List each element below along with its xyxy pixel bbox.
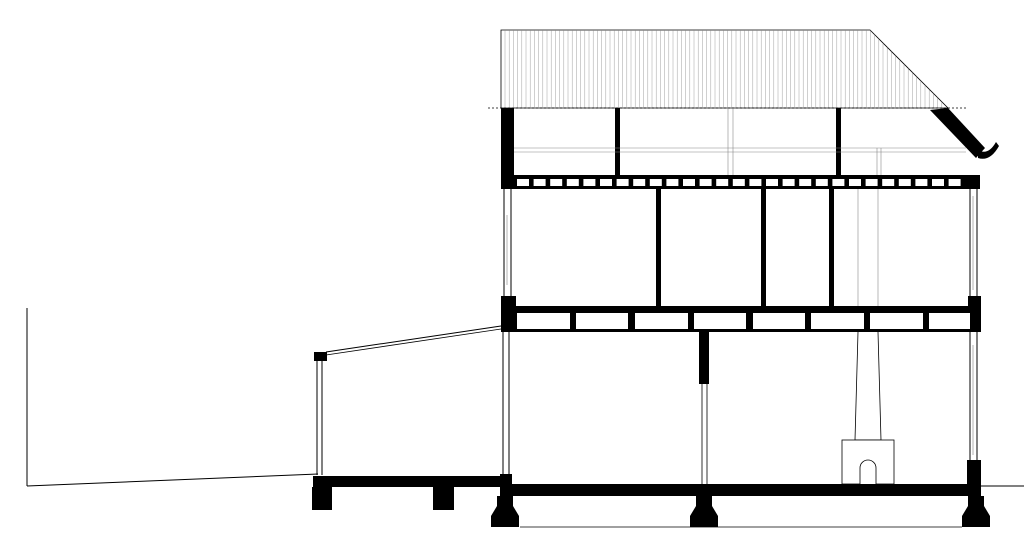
slab-opening [799, 179, 812, 186]
slab-opening [550, 179, 563, 186]
slab-opening [716, 179, 729, 186]
slab-opening [517, 313, 570, 329]
eave-rafter [930, 108, 985, 158]
attic-post [836, 108, 841, 175]
slab-opening [566, 179, 579, 186]
slab-opening [753, 313, 805, 329]
slab-opening [666, 179, 679, 186]
upper-ceiling-slab [501, 175, 980, 189]
foundation-footings [491, 474, 990, 528]
slab-opening [915, 179, 928, 186]
beam-drop [699, 332, 709, 384]
upper-wall [656, 189, 661, 306]
roof [488, 29, 999, 159]
upper-wall [761, 189, 766, 306]
slab-opening [782, 179, 795, 186]
slab-opening [811, 313, 864, 329]
canopy-beam [314, 352, 327, 361]
roof-tile-hatching [504, 30, 942, 108]
slab-opening [649, 179, 662, 186]
slab-opening [898, 179, 911, 186]
middle-floor-slab [501, 296, 981, 332]
slab-opening [870, 313, 923, 329]
slab-opening [849, 179, 861, 186]
slab-opening [865, 179, 878, 186]
slab-opening [732, 179, 745, 186]
ground-floor [502, 332, 981, 486]
slab-opening [694, 313, 746, 329]
slab-opening [815, 179, 828, 186]
slab-opening [633, 179, 646, 186]
upper-wall [829, 189, 834, 306]
terrace-footing [433, 487, 454, 510]
attic-post [615, 108, 620, 175]
upper-floor [503, 189, 978, 306]
slab-opening [932, 179, 944, 186]
slab-openings [517, 179, 961, 186]
slab-openings [517, 313, 970, 329]
fireplace-chimney [841, 331, 895, 485]
slab-opening [882, 179, 895, 186]
slab-opening [766, 179, 778, 186]
slab-opening [832, 179, 845, 186]
slab-opening [683, 179, 695, 186]
slab-opening [699, 179, 712, 186]
slab-opening [616, 179, 629, 186]
ground-line [26, 308, 1024, 487]
slab-opening [749, 179, 762, 186]
attic-floor [501, 108, 966, 188]
terrace-footing [312, 487, 332, 510]
gutter [978, 142, 999, 159]
slab-opening [583, 179, 596, 186]
terrace-slab [313, 476, 511, 487]
slab-opening [929, 313, 970, 329]
stepped-footing [491, 496, 519, 527]
ground-floor-slab [500, 484, 981, 496]
slab-opening [600, 179, 612, 186]
stepped-footing [962, 496, 990, 527]
slab-opening [533, 179, 546, 186]
attic-left-wall [501, 108, 514, 188]
stepped-footing [690, 496, 718, 527]
lean-to-canopy [312, 325, 511, 510]
slab-opening [635, 313, 688, 329]
slab-opening [948, 179, 961, 186]
slab-opening [576, 313, 628, 329]
slab-opening [517, 179, 529, 186]
